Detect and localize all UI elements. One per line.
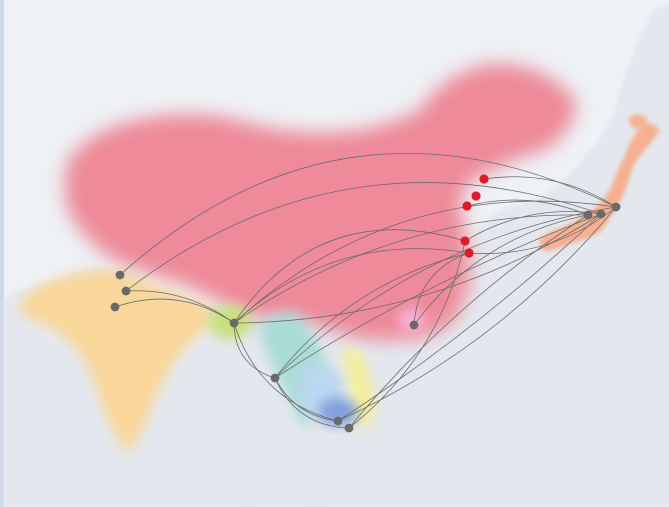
route-node — [115, 270, 125, 280]
route-line — [233, 322, 276, 379]
highlight-node — [479, 174, 489, 184]
route-node — [110, 302, 120, 312]
route-line — [125, 290, 235, 324]
route-line — [233, 248, 470, 324]
route-line — [274, 213, 602, 379]
route-line — [274, 377, 350, 429]
route-line — [274, 252, 470, 379]
route-lines — [114, 153, 617, 429]
route-node — [270, 373, 280, 383]
route-line — [119, 153, 617, 276]
route-node — [583, 210, 593, 220]
route-node — [121, 286, 131, 296]
japan-region — [538, 114, 660, 252]
route-node — [409, 320, 419, 330]
route-line — [337, 213, 602, 422]
highlight-node — [462, 201, 472, 211]
route-node — [333, 416, 343, 426]
china-region — [64, 63, 576, 341]
route-line — [483, 176, 617, 208]
frame-edge — [0, 0, 4, 507]
hongkong-region — [399, 308, 425, 332]
route-line — [233, 229, 466, 324]
india-region — [18, 270, 214, 452]
route-nodes — [110, 174, 621, 433]
route-line — [233, 200, 617, 324]
route-node — [611, 202, 621, 212]
route-line — [274, 206, 617, 379]
route-line — [466, 199, 589, 216]
route-line — [274, 377, 339, 422]
route-line — [464, 211, 602, 242]
highlight-node — [460, 236, 470, 246]
vietnam-region — [342, 348, 375, 430]
route-node — [596, 209, 606, 219]
route-line — [125, 182, 602, 292]
highlight-node — [471, 191, 481, 201]
route-line — [114, 298, 235, 324]
route-line — [233, 213, 602, 324]
route-line — [348, 240, 466, 429]
route-line — [348, 214, 589, 429]
route-line — [413, 252, 470, 326]
route-node — [229, 318, 239, 328]
route-line — [233, 322, 339, 422]
highlight-node — [464, 248, 474, 258]
colored-regions — [18, 63, 660, 452]
route-node — [344, 423, 354, 433]
route-line — [233, 214, 589, 324]
